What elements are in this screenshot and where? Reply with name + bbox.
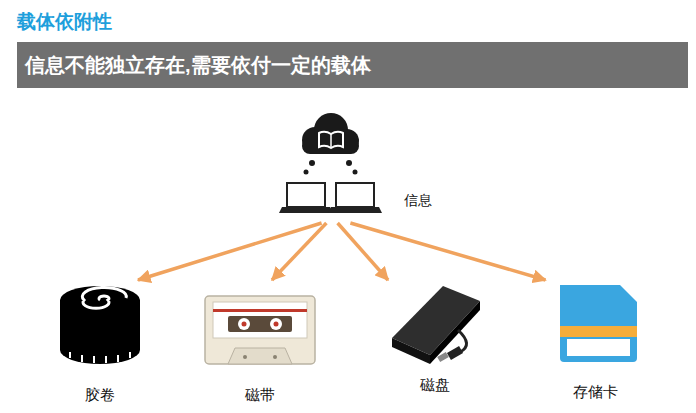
cassette-hub — [242, 322, 247, 327]
hard-disk-icon — [392, 286, 480, 364]
diagram-title: 载体依附性 — [17, 9, 112, 35]
film-tick — [93, 356, 95, 363]
memory-card-icon — [560, 285, 637, 362]
cassette-hub — [274, 322, 279, 327]
usb-plug — [447, 346, 463, 360]
film-tick — [81, 355, 83, 362]
film-tick — [105, 356, 107, 363]
cassette-label — [213, 302, 307, 338]
usb-tip — [437, 352, 449, 362]
node-label: 磁带 — [245, 386, 275, 405]
disk-side — [392, 338, 430, 364]
header-band: 信息不能独立存在,需要依付一定的载体 — [17, 42, 688, 88]
arrow-connector — [350, 223, 545, 280]
laptop-screen — [336, 183, 374, 207]
cloud-dot — [304, 170, 309, 175]
card-panel — [567, 339, 630, 356]
carrier-node: 磁盘 — [385, 280, 485, 395]
cloud-dot — [309, 160, 315, 166]
carrier-node: 磁带 — [200, 280, 320, 405]
cassette-stripe — [213, 309, 307, 312]
cassette-window — [228, 316, 292, 332]
node-label: 存储卡 — [573, 383, 618, 402]
film-top — [60, 286, 140, 314]
laptop-screen — [287, 183, 325, 207]
cassette-reel — [238, 318, 250, 330]
node-label: 信息 — [404, 192, 432, 210]
node-label: 磁盘 — [420, 376, 450, 395]
cassette-hole — [243, 355, 247, 359]
laptop-base — [328, 207, 382, 213]
film-ticks — [70, 352, 130, 363]
card-body — [560, 285, 637, 362]
cloud-dot — [346, 160, 352, 166]
film-spiral — [82, 288, 126, 309]
film-tick — [69, 352, 71, 358]
cassette-icon — [205, 296, 315, 364]
carrier-node: 胶卷 — [50, 280, 150, 405]
node-label: 胶卷 — [85, 386, 115, 405]
cassette-bottom — [228, 348, 292, 364]
information-node: 信息 — [280, 178, 440, 223]
cloud-dot — [353, 170, 358, 175]
card-stripe — [560, 326, 637, 337]
node-label: 信息不能独立存在,需要依付一定的载体 — [25, 52, 371, 79]
carrier-node: 存储卡 — [540, 280, 650, 402]
film-tick — [117, 355, 119, 362]
arrow-connector — [272, 223, 326, 280]
film-tick — [129, 352, 131, 358]
arrow-connector — [138, 223, 322, 280]
cloud-icon — [302, 113, 359, 175]
cassette-hole — [273, 355, 277, 359]
laptop-icons — [279, 183, 382, 213]
film-roll-icon — [60, 286, 140, 364]
disk-side — [430, 301, 480, 364]
cassette-shell — [205, 296, 315, 364]
book-spine — [330, 134, 332, 148]
cassette-reel — [270, 318, 282, 330]
book-icon — [319, 132, 343, 148]
arrow-connector — [338, 223, 388, 280]
laptop-base — [279, 207, 333, 213]
